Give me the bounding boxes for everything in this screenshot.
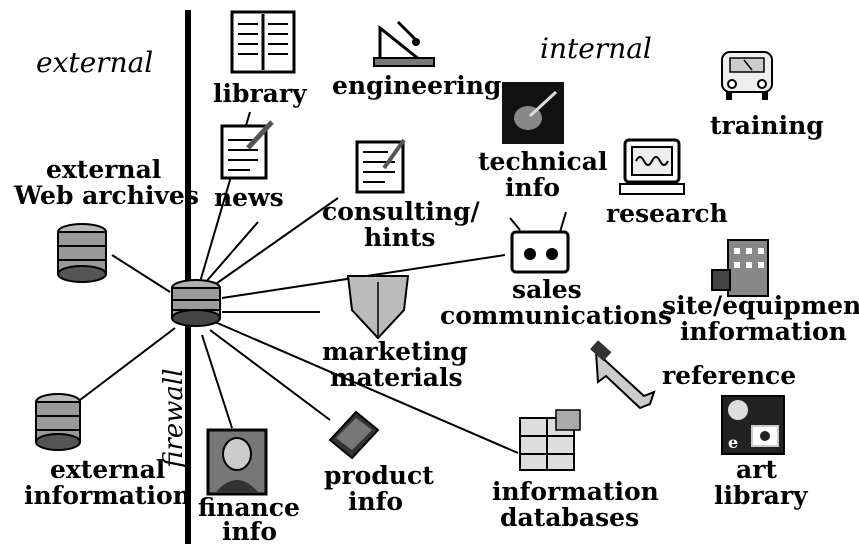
label-engineering: engineering: [332, 71, 501, 100]
label-sales-line1: sales: [512, 275, 582, 304]
link-finance: [201, 334, 233, 429]
internal-header: internal: [540, 32, 652, 65]
label-library: library: [213, 79, 308, 108]
label-finance-line1: finance: [198, 493, 300, 522]
link-info-databases: [214, 321, 519, 454]
information-databases-cabinet-icon: [519, 409, 581, 471]
label-research: research: [606, 199, 728, 228]
link-consulting: [209, 197, 339, 289]
label-consulting-line2: hints: [364, 223, 435, 252]
label-ext-web-line2: Web archives: [13, 181, 199, 210]
label-technical-line1: technical: [478, 147, 607, 176]
sales-radio-icon: [509, 211, 570, 274]
library-book-icon: [230, 10, 296, 74]
label-site-line1: site/equipment: [662, 291, 859, 320]
label-ext-info-line1: external: [50, 455, 165, 484]
label-infodb-line1: information: [492, 477, 659, 506]
site-equipment-building-icon: [711, 239, 769, 297]
reference-hand-icon: [590, 340, 656, 410]
label-site-line2: information: [680, 317, 847, 346]
label-product-line2: info: [348, 487, 403, 516]
label-technical-line2: info: [505, 173, 560, 202]
external-header: external: [36, 46, 153, 79]
firewall-label: firewall: [159, 368, 189, 470]
link-product: [209, 329, 331, 421]
label-marketing-line2: materials: [330, 363, 463, 392]
marketing-funnel-icon: [346, 275, 410, 340]
label-ext-web-line1: external: [46, 155, 161, 184]
technical-info-icon: [502, 82, 564, 144]
label-product-line1: product: [324, 461, 434, 490]
news-notepad-icon: [220, 120, 274, 180]
label-consulting-line1: consulting/: [322, 197, 481, 226]
label-training: training: [710, 111, 824, 140]
central-database-icon: [171, 279, 221, 327]
external-information-database-icon: [35, 393, 81, 451]
label-art-line2: library: [714, 481, 809, 510]
consulting-document-icon: [355, 138, 406, 194]
link-ext-web: [111, 254, 171, 293]
web-archives-database-icon: [57, 223, 107, 283]
label-sales-line2: communications: [440, 301, 672, 330]
label-ext-info-line2: information: [24, 481, 191, 510]
product-book-icon: [328, 410, 380, 460]
link-news: [204, 221, 259, 284]
training-bus-icon: [721, 51, 773, 100]
research-computer-icon: [619, 138, 685, 195]
link-ext-info: [79, 327, 176, 401]
label-reference: reference: [662, 361, 796, 390]
label-finance-line2: info: [222, 517, 277, 544]
label-infodb-line2: databases: [500, 503, 639, 532]
label-news: news: [214, 183, 284, 212]
svg-text:e: e: [728, 433, 738, 452]
art-library-icon: e: [721, 395, 785, 455]
engineering-drafting-icon: [373, 20, 435, 67]
label-art-line1: art: [736, 455, 777, 484]
label-marketing-line1: marketing: [322, 337, 468, 366]
finance-portrait-icon: [206, 428, 268, 496]
